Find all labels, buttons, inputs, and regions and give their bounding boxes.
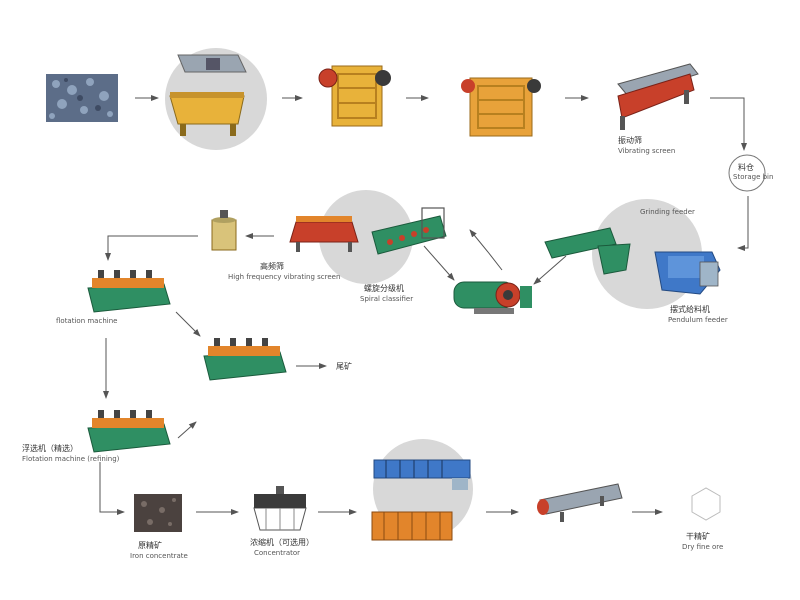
hf-screen-icon bbox=[289, 216, 359, 252]
raw-ore-pile bbox=[46, 74, 118, 122]
label-thickener-en: Concentrator bbox=[254, 549, 301, 557]
arrow-screen-bin bbox=[710, 97, 747, 151]
concentrate-pile-icon bbox=[134, 494, 182, 532]
label-concentrate-en: Iron concentrate bbox=[130, 552, 188, 560]
grinding-feeder-icon bbox=[544, 227, 631, 275]
label-thickener-cn: 浓缩机（可选用） bbox=[250, 538, 314, 547]
flotation-machine-2-icon bbox=[203, 338, 287, 381]
arrow-flot1-flot2 bbox=[175, 311, 201, 337]
arrow-bin-pendulum bbox=[737, 196, 749, 251]
label-dry-fine-cn: 干精矿 bbox=[686, 532, 710, 541]
mixing-tank-icon bbox=[211, 210, 237, 251]
label-tailing-cn: 尾矿 bbox=[336, 362, 352, 371]
label-classifier-en: Spiral classifier bbox=[360, 295, 414, 303]
flotation-machine-3-icon bbox=[87, 410, 171, 453]
filter-press-icon bbox=[373, 459, 471, 490]
label-classifier-cn: 螺旋分级机 bbox=[364, 284, 404, 293]
label-dry-fine-en: Dry fine ore bbox=[682, 543, 724, 551]
storage-bin-icon bbox=[728, 154, 766, 192]
label-storage-bin-cn: 料仓 bbox=[738, 163, 754, 172]
jaw-crusher-1-icon bbox=[318, 65, 391, 127]
vibrating-feeder-icon bbox=[169, 54, 247, 136]
label-hf-screen-cn: 高频筛 bbox=[260, 262, 284, 271]
label-flotation-3-cn: 浮选机（精选） bbox=[22, 444, 78, 453]
disc-filter-icon bbox=[371, 511, 453, 541]
jaw-crusher-2-icon bbox=[461, 77, 541, 137]
label-pendulum-feeder-cn: 摆式给料机 bbox=[670, 305, 710, 314]
arrow-mill-classifier bbox=[469, 229, 503, 271]
thickener-icon bbox=[253, 486, 307, 531]
arrow-flot3-back bbox=[177, 421, 197, 439]
label-vibrating-screen-en: Vibrating screen bbox=[618, 147, 676, 155]
label-flotation-1-en: flotation machine bbox=[56, 317, 118, 325]
label-flotation-3-en: Flotation machine (refining) bbox=[22, 455, 120, 463]
arrow-flot3-conc bbox=[99, 462, 125, 515]
pendulum-feeder-icon bbox=[654, 251, 721, 295]
label-hf-screen-en: High frequency vibrating screen bbox=[228, 273, 341, 281]
label-concentrate-cn: 原精矿 bbox=[138, 541, 162, 550]
rotary-dryer-icon bbox=[537, 483, 623, 522]
label-storage-bin-en: Storage bin bbox=[733, 173, 774, 181]
flotation-machine-1-icon bbox=[87, 270, 171, 313]
spiral-classifier-icon bbox=[371, 207, 447, 255]
circle-classifier bbox=[319, 190, 413, 284]
label-vibrating-screen-cn: 振动筛 bbox=[618, 136, 642, 145]
ball-mill-icon bbox=[453, 281, 532, 314]
flow-arrows bbox=[99, 95, 749, 515]
arrow-feeder-mill bbox=[533, 255, 567, 285]
dry-fine-ore-icon bbox=[691, 487, 721, 521]
label-grinding-feeder-en: Grinding feeder bbox=[640, 208, 695, 216]
arrow-classifier-mill bbox=[423, 245, 455, 281]
arrow-tank-flot1 bbox=[105, 235, 198, 261]
label-pendulum-feeder-en: Pendulum feeder bbox=[668, 316, 728, 324]
vibrating-screen-icon bbox=[617, 63, 699, 130]
